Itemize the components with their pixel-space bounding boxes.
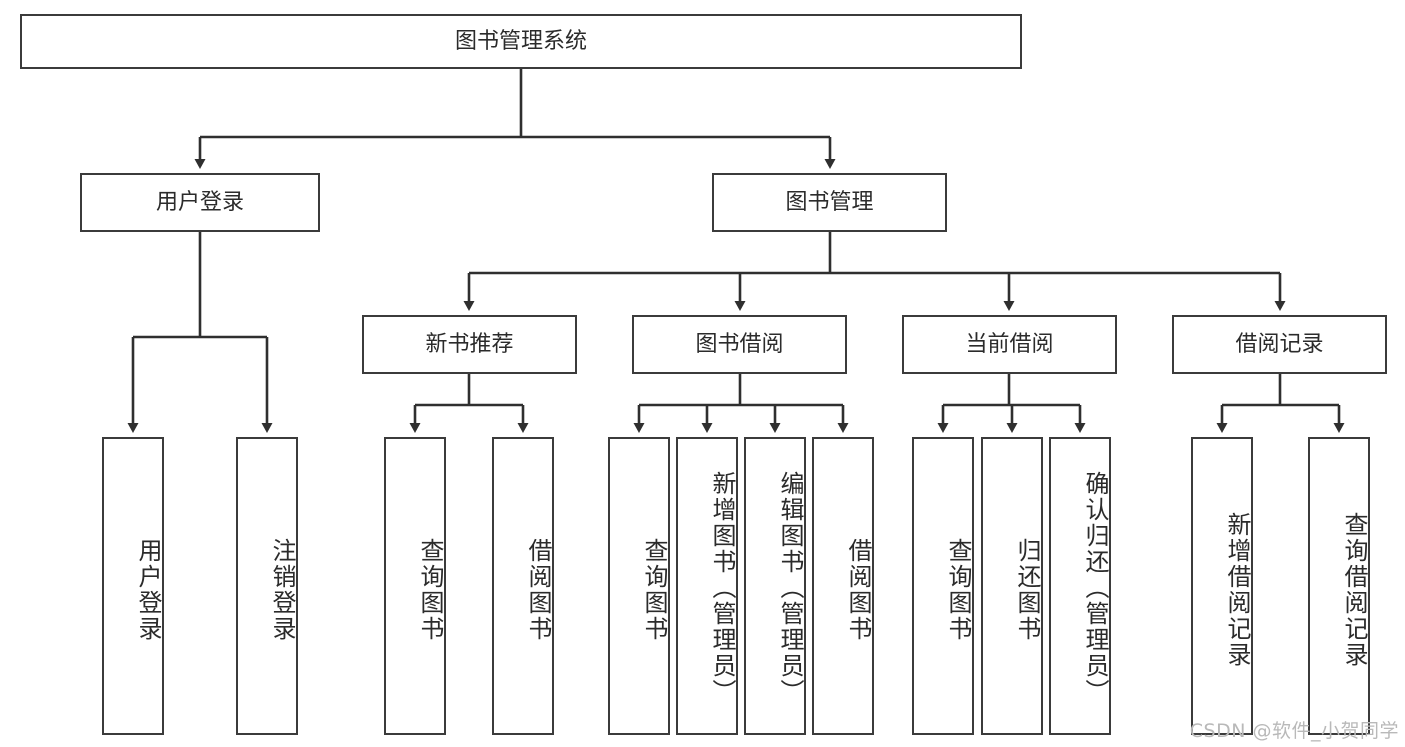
node-current-borrow[interactable]: 当前借阅 <box>902 315 1117 374</box>
node-root-book-management-system[interactable]: 图书管理系统 <box>20 14 1022 69</box>
leaf-user-login[interactable]: 用户登录 <box>102 437 164 735</box>
node-label: 新增借阅记录 <box>1223 512 1251 668</box>
node-label: 新书推荐 <box>425 331 514 357</box>
node-label: 图书管理 <box>785 189 874 215</box>
node-borrow-record[interactable]: 借阅记录 <box>1172 315 1387 374</box>
node-label: 查询借阅记录 <box>1340 512 1368 668</box>
leaf-confirm-return-admin[interactable]: 确认归还（管理员） <box>1049 437 1111 735</box>
node-label: 查询图书 <box>944 538 972 642</box>
node-label: 查询图书 <box>640 538 668 642</box>
node-label: 注销登录 <box>268 538 296 642</box>
node-user-login[interactable]: 用户登录 <box>80 173 320 232</box>
node-label: 归还图书 <box>1013 538 1041 642</box>
leaf-query-book-borrow[interactable]: 查询图书 <box>608 437 670 735</box>
leaf-borrow-book-recommend[interactable]: 借阅图书 <box>492 437 554 735</box>
leaf-query-book-current[interactable]: 查询图书 <box>912 437 974 735</box>
node-label: 新增图书（管理员） <box>708 471 736 705</box>
node-label: 图书借阅 <box>695 331 784 357</box>
node-label: 借阅图书 <box>524 538 552 642</box>
leaf-borrow-book[interactable]: 借阅图书 <box>812 437 874 735</box>
node-book-borrow[interactable]: 图书借阅 <box>632 315 847 374</box>
leaf-query-borrow-record[interactable]: 查询借阅记录 <box>1308 437 1370 735</box>
node-label: 用户登录 <box>134 538 162 642</box>
node-label: 确认归还（管理员） <box>1081 471 1109 705</box>
node-new-book-recommend[interactable]: 新书推荐 <box>362 315 577 374</box>
node-book-management[interactable]: 图书管理 <box>712 173 947 232</box>
leaf-edit-book-admin[interactable]: 编辑图书（管理员） <box>744 437 806 735</box>
leaf-add-borrow-record[interactable]: 新增借阅记录 <box>1191 437 1253 735</box>
leaf-query-book-recommend[interactable]: 查询图书 <box>384 437 446 735</box>
node-label: 图书管理系统 <box>454 28 587 54</box>
leaf-logout[interactable]: 注销登录 <box>236 437 298 735</box>
node-label: 当前借阅 <box>965 331 1054 357</box>
node-label: 查询图书 <box>416 538 444 642</box>
node-label: 编辑图书（管理员） <box>776 471 804 705</box>
leaf-add-book-admin[interactable]: 新增图书（管理员） <box>676 437 738 735</box>
node-label: 用户登录 <box>155 189 244 215</box>
node-label: 借阅记录 <box>1235 331 1324 357</box>
node-label: 借阅图书 <box>844 538 872 642</box>
leaf-return-book[interactable]: 归还图书 <box>981 437 1043 735</box>
